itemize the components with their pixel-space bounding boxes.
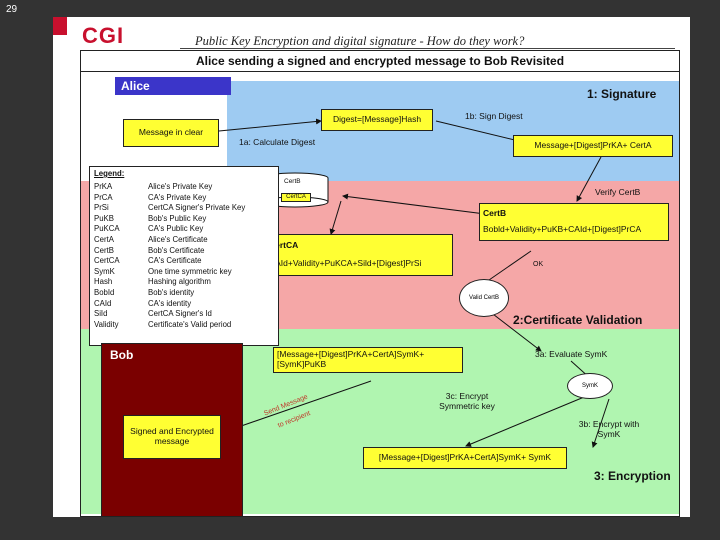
logo: CGI	[62, 23, 124, 49]
section-encryption: 3: Encryption	[594, 469, 671, 483]
final-encrypted-box: [Message+[Digest]PrKA+CertA]SymK+ SymK	[363, 447, 567, 469]
certb-title: CertB	[483, 208, 507, 219]
connector-lines	[218, 118, 610, 448]
symk-circle: SymK	[567, 373, 613, 399]
section-certificate: 2:Certificate Validation	[513, 313, 643, 327]
message-clear-box: Message in clear	[123, 119, 219, 147]
diagram: Alice sending a signed and encrypted mes…	[80, 50, 680, 517]
certb-body: Bobld+Validity+PuKB+CAId+[Digest]PrCA	[483, 224, 642, 234]
alice-label: Alice	[115, 77, 231, 95]
title-rule	[180, 48, 675, 49]
certca-body: CAId+Validity+PuKCA+Sild+[Digest]PrSi	[269, 258, 422, 268]
ok-label: OK	[533, 261, 544, 268]
slide-number: 29	[6, 4, 18, 15]
diagram-header: Alice sending a signed and encrypted mes…	[81, 51, 679, 72]
certb-box: CertB Bobld+Validity+PuKB+CAId+[Digest]P…	[479, 203, 669, 241]
certca-box: CertCA CAId+Validity+PuKCA+Sild+[Digest]…	[265, 234, 453, 276]
logo-text: CGI	[82, 23, 125, 48]
signed-message-box: Message+[Digest]PrKA+ CertA	[513, 135, 673, 157]
certca-title: CertCA	[269, 240, 299, 251]
step-3b-label: 3b: Encrypt with SymK	[578, 419, 640, 439]
legend-title: Legend:	[94, 169, 125, 178]
db-certb-label: CertB	[284, 178, 301, 185]
section-signature: 1: Signature	[587, 87, 657, 101]
step-1b-label: 1b: Sign Digest	[465, 111, 523, 121]
logo-bar	[53, 17, 67, 35]
verify-certb-label: Verify CertB	[595, 187, 641, 197]
signed-encrypted-box: Signed and Encrypted message	[123, 415, 221, 459]
page-title: Public Key Encryption and digital signat…	[195, 34, 525, 48]
step-3a-label: 3a: Evaluate SymK	[535, 349, 608, 359]
bob-label: Bob	[110, 348, 134, 362]
step-1a-label: 1a: Calculate Digest	[239, 137, 316, 147]
digest-box: Digest=[Message]Hash	[321, 109, 433, 131]
encrypted-message-box: [Message+[Digest]PrKA+CertA]SymK+ [SymK]…	[273, 347, 463, 373]
step-3c-label: 3c: Encrypt Symmetric key	[439, 391, 495, 411]
signature-band	[227, 81, 679, 181]
valid-certb-circle: Valid CertB	[459, 279, 509, 317]
db-certca-label: CertCA	[281, 193, 311, 202]
